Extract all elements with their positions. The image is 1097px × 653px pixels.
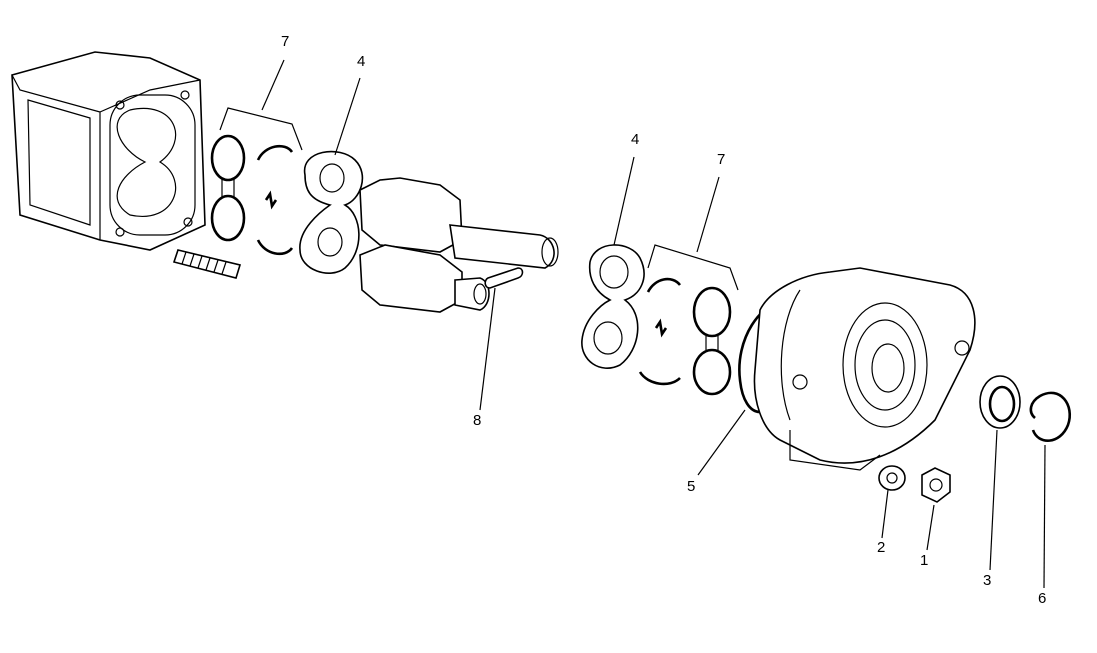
callout-7-right: 7: [717, 151, 726, 168]
wear-plate-right: [581, 244, 645, 369]
seal-kit-right: [638, 244, 739, 396]
stud: [172, 249, 242, 279]
seal-kit-left: [210, 107, 303, 256]
callout-1: 1: [920, 552, 929, 569]
callout-2: 2: [877, 539, 886, 556]
front-housing: [753, 267, 976, 471]
rear-cover: [11, 51, 206, 251]
drive-gear: [359, 177, 559, 269]
callout-8: 8: [473, 412, 482, 429]
washer: [878, 465, 906, 491]
snap-ring: [1029, 391, 1071, 442]
callout-7-left: 7: [281, 33, 290, 50]
callout-5: 5: [687, 478, 696, 495]
nut: [921, 467, 951, 503]
callout-4-right: 4: [631, 131, 640, 148]
callout-6: 6: [1038, 590, 1047, 607]
shaft-seal: [979, 375, 1021, 429]
key: [484, 267, 524, 289]
callout-3: 3: [983, 572, 992, 589]
callout-4-left: 4: [357, 53, 366, 70]
driven-gear: [359, 244, 490, 313]
wear-plate-left: [299, 150, 364, 274]
leader-lines: [261, 59, 1046, 589]
